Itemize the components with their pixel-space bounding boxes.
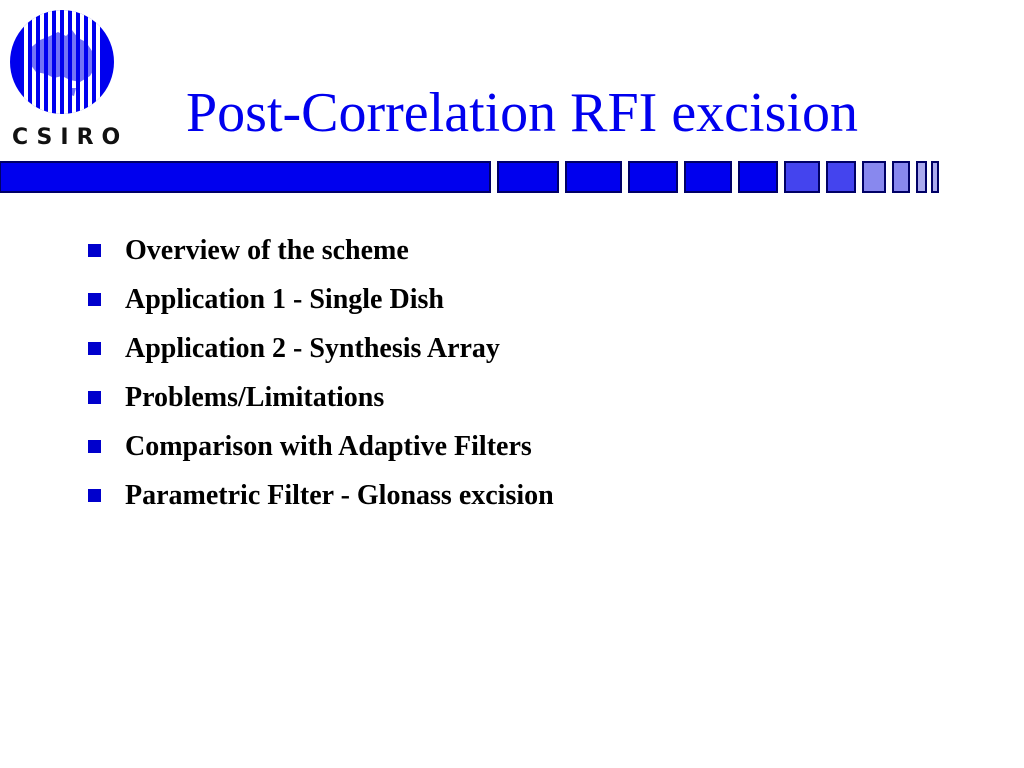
bullet-text: Application 1 - Single Dish — [125, 283, 444, 315]
bullet-square-icon — [88, 244, 101, 257]
bullet-list: Overview of the scheme Application 1 - S… — [88, 226, 554, 520]
csiro-globe-icon — [10, 10, 114, 114]
bullet-square-icon — [88, 391, 101, 404]
bullet-text: Parametric Filter - Glonass excision — [125, 479, 554, 511]
decorative-bar-strip — [0, 160, 944, 196]
csiro-logo-text: CSIRO — [12, 125, 129, 150]
bullet-item: Parametric Filter - Glonass excision — [88, 471, 554, 520]
bullet-text: Comparison with Adaptive Filters — [125, 430, 532, 462]
csiro-logo: CSIRO — [6, 6, 129, 150]
bullet-square-icon — [88, 342, 101, 355]
bullet-text: Overview of the scheme — [125, 234, 409, 266]
bullet-square-icon — [88, 293, 101, 306]
bullet-square-icon — [88, 489, 101, 502]
bullet-text: Application 2 - Synthesis Array — [125, 332, 500, 364]
bullet-item: Comparison with Adaptive Filters — [88, 422, 554, 471]
bullet-item: Problems/Limitations — [88, 373, 554, 422]
bullet-item: Application 2 - Synthesis Array — [88, 324, 554, 373]
bullet-item: Application 1 - Single Dish — [88, 275, 554, 324]
bullet-text: Problems/Limitations — [125, 381, 385, 413]
slide-title: Post-Correlation RFI excision — [186, 82, 858, 144]
bullet-item: Overview of the scheme — [88, 226, 554, 275]
bullet-square-icon — [88, 440, 101, 453]
